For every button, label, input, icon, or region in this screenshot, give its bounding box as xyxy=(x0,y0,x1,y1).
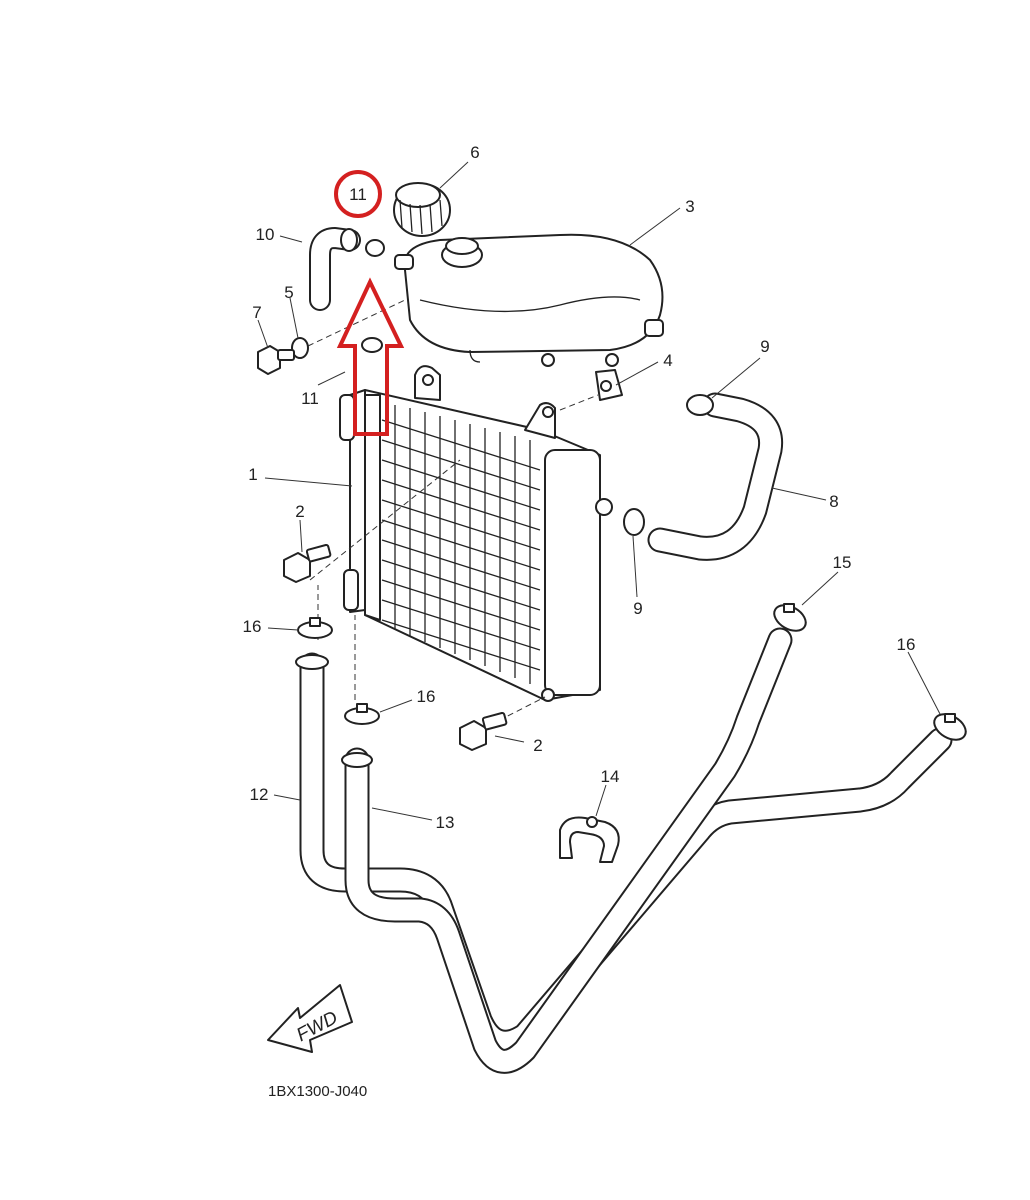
clamp-9-upper xyxy=(686,394,714,416)
bolt-2-lower xyxy=(459,711,508,751)
pipe-13-end xyxy=(341,752,373,768)
reservoir-tank xyxy=(394,233,664,367)
callout-1: 1 xyxy=(248,465,257,484)
callout-3: 3 xyxy=(685,197,694,216)
washer-5 xyxy=(291,337,309,359)
hose-holder-14 xyxy=(559,816,620,863)
highlight-circle xyxy=(334,170,382,218)
bolt-7 xyxy=(257,345,295,375)
bolt-2-upper xyxy=(283,543,332,583)
callout-8: 8 xyxy=(829,492,838,511)
callout-11-top: 11 xyxy=(349,185,367,204)
tank-cap xyxy=(393,182,451,237)
pipe-12-end xyxy=(295,654,329,670)
guide-line-tank-bolt xyxy=(307,299,406,347)
radiator xyxy=(339,365,613,702)
hose-8 xyxy=(647,392,784,561)
callout-5: 5 xyxy=(284,283,293,302)
callout-2-upper: 2 xyxy=(295,502,304,521)
drawing-code: 1BX1300-J040 xyxy=(268,1083,367,1100)
long-hose-assembly xyxy=(299,627,953,1074)
bracket-4 xyxy=(595,369,623,401)
callout-4: 4 xyxy=(663,351,672,370)
callout-11-lower: 11 xyxy=(301,389,319,408)
clamp-9-lower xyxy=(623,508,645,536)
callout-15: 15 xyxy=(833,553,852,572)
clamp-15 xyxy=(773,603,807,632)
guide-line-bolt-upper xyxy=(309,459,461,581)
callout-10: 10 xyxy=(256,225,275,244)
fwd-direction-arrow: FWD xyxy=(267,984,353,1053)
ring-11-top xyxy=(365,239,385,257)
breather-hose xyxy=(309,227,361,311)
clamp-16-left xyxy=(297,617,333,639)
clamp-16-center xyxy=(344,703,380,725)
callout-9-lower: 9 xyxy=(633,599,642,618)
radiator-core xyxy=(381,405,541,684)
callout-16-right: 16 xyxy=(897,635,916,654)
callout-16-center: 16 xyxy=(417,687,436,706)
leader-lines xyxy=(257,161,941,821)
callout-13: 13 xyxy=(436,813,455,832)
callout-labels: 11 6 3 10 5 7 11 1 2 4 9 8 9 15 16 16 16… xyxy=(243,143,916,832)
highlight-arrow xyxy=(336,277,405,436)
callout-6: 6 xyxy=(470,143,479,162)
ring-11-lower xyxy=(361,337,383,353)
callout-12: 12 xyxy=(250,785,269,804)
callout-16-left: 16 xyxy=(243,617,262,636)
guide-line-bracket xyxy=(559,394,599,411)
callout-14: 14 xyxy=(601,767,620,786)
callout-2-lower: 2 xyxy=(533,736,542,755)
clamp-16-right xyxy=(933,713,967,741)
callout-7: 7 xyxy=(252,303,261,322)
callout-9-upper: 9 xyxy=(760,337,769,356)
